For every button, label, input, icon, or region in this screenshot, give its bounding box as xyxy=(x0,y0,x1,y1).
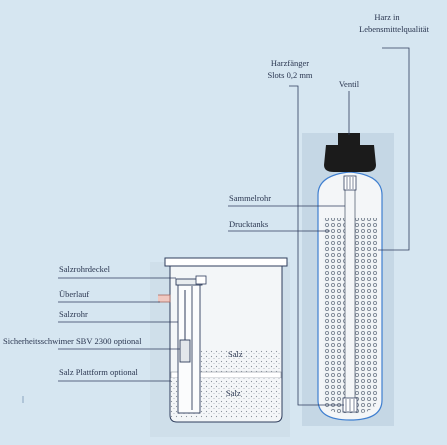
label-salz-lower: Salz xyxy=(226,388,241,398)
collector-tube xyxy=(344,184,356,411)
salt-upper-layer xyxy=(200,350,281,372)
label-harz-line1: Harz in xyxy=(374,12,400,22)
label-ventil: Ventil xyxy=(338,79,360,89)
float-valve xyxy=(179,339,191,363)
label-sicherheitsschwimmer: Sicherheitsschwimer SBV 2300 optional xyxy=(3,336,142,346)
valve-body xyxy=(324,145,376,172)
label-salzrohrdeckel: Salzrohrdeckel xyxy=(59,264,110,274)
label-salzrohr: Salzrohr xyxy=(59,309,88,319)
overflow-fitting xyxy=(158,294,171,303)
brine-elbow xyxy=(195,275,207,285)
brine-tank-lid xyxy=(164,257,288,267)
brine-tank xyxy=(150,257,290,437)
valve-knob xyxy=(338,133,360,145)
label-ueberlauf: Überlauf xyxy=(59,289,90,299)
leader-lines xyxy=(58,47,410,406)
label-harz-line2: Lebensmittelqualität xyxy=(359,24,429,34)
label-salz-upper: Salz xyxy=(228,349,243,359)
label-sammelrohr: Sammelrohr xyxy=(229,193,272,203)
label-harzfaenger-line1: Harzfänger xyxy=(270,58,310,68)
label-salz-plattform: Salz Plattform optional xyxy=(59,367,138,377)
pressure-tank xyxy=(302,133,394,426)
label-harzfaenger-line2: Slots 0,2 mm xyxy=(267,70,313,80)
leader-harz xyxy=(378,47,410,251)
label-drucktanks: Drucktanks xyxy=(229,219,269,229)
valve xyxy=(324,133,376,172)
leader-harzfaenger xyxy=(289,85,344,406)
